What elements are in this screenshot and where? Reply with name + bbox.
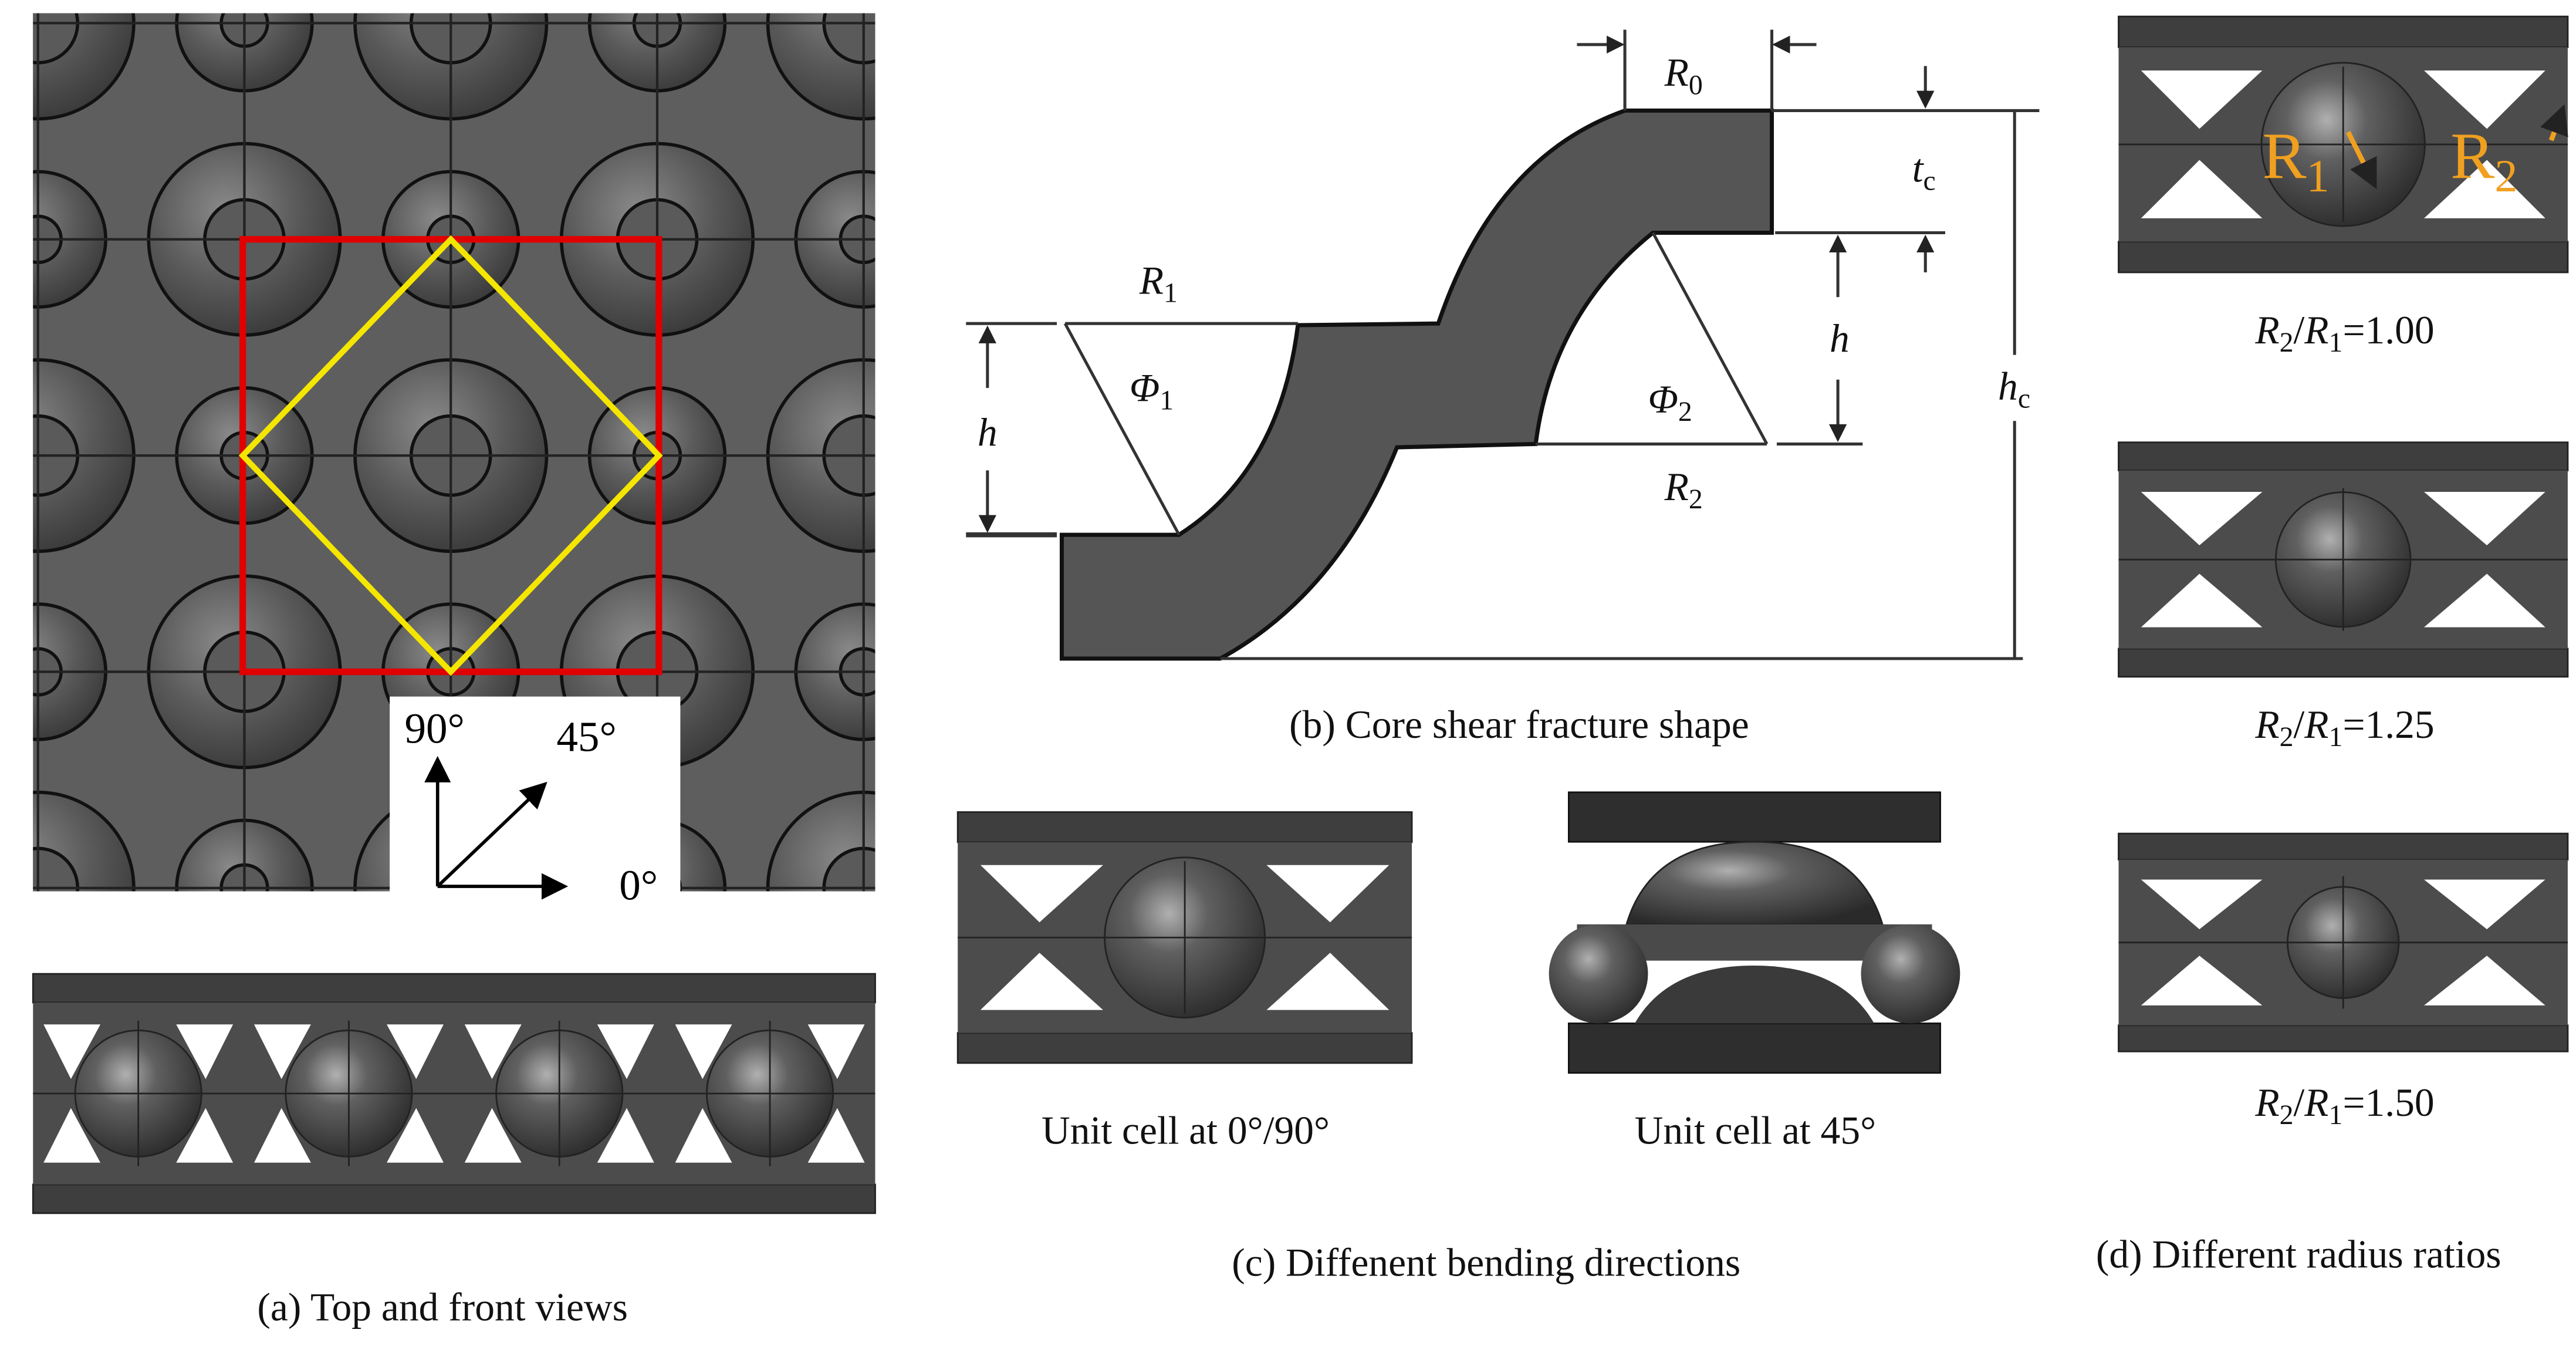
overlay-r1: R1 xyxy=(2262,120,2329,202)
large-dome-cell xyxy=(974,144,1165,335)
panel-a-caption: (a) Top and front views xyxy=(257,1285,628,1329)
panel-b-diagram: R0 tc h hc R1 Φ1 h Φ2 R2 xyxy=(966,29,2040,661)
face-sheet-top xyxy=(32,973,876,1004)
label-phi2: Φ2 xyxy=(1648,377,1692,427)
panel-a-top-view: 90° 45° 0° xyxy=(33,0,1165,909)
small-dome-cell xyxy=(1002,388,1138,524)
direction-legend: 90° 45° 0° xyxy=(390,696,681,909)
small-dome-cell xyxy=(1002,0,1138,91)
unit-cell-45-image xyxy=(1549,791,1960,1074)
unit-cell-0-90-label: Unit cell at 0°/90° xyxy=(1042,1109,1330,1153)
radius-ratio-1-25-image xyxy=(2118,441,2569,678)
unit-cell-0-90-image xyxy=(956,811,1413,1064)
face-sheet-top xyxy=(2118,441,2569,471)
face-sheet-bottom xyxy=(2118,647,2569,678)
face-sheet-bottom xyxy=(32,1183,876,1214)
panel-a-front-view xyxy=(32,973,876,1214)
direction-45-label: 45° xyxy=(556,713,616,761)
direction-0-label: 0° xyxy=(619,862,658,909)
face-sheet-bottom xyxy=(2118,241,2569,274)
radius-ratio-label: R2/R1=1.00 xyxy=(2254,308,2434,358)
face-sheet-top xyxy=(2118,832,2569,861)
face-sheet-top xyxy=(2118,15,2569,48)
label-tc: tc xyxy=(1912,146,1936,196)
face-sheet-top xyxy=(956,811,1413,843)
label-h-right: h xyxy=(1830,316,1850,360)
radius-ratio-1-50-image xyxy=(2118,832,2569,1052)
dimension-lines xyxy=(966,29,2040,660)
rotated-unit-cell-square xyxy=(238,235,663,676)
label-h-left: h xyxy=(978,410,998,454)
radius-overlay-labels: R1 R2 xyxy=(2262,104,2568,202)
radius-ratio-label: R2/R1=1.50 xyxy=(2254,1081,2434,1131)
panel-b-caption: (b) Core shear fracture shape xyxy=(1289,703,1749,747)
label-r1: R1 xyxy=(1139,259,1178,309)
face-sheet-bottom xyxy=(956,1032,1413,1064)
direction-90-label: 90° xyxy=(404,704,464,752)
radius-ratio-label: R2/R1=1.25 xyxy=(2254,703,2434,753)
face-sheet-bottom xyxy=(1567,1023,1941,1074)
panel-d-caption: (d) Different radius ratios xyxy=(2096,1233,2501,1277)
label-r2: R2 xyxy=(1664,465,1703,515)
unit-cell-45-label: Unit cell at 45° xyxy=(1635,1109,1876,1153)
arrow-45-icon xyxy=(436,781,547,888)
panel-c-caption: (c) Diffenent bending directions xyxy=(1232,1241,1740,1285)
radius-ratio-1-00-image xyxy=(2118,15,2569,274)
dome-sphere xyxy=(1625,841,1884,926)
label-r0: R0 xyxy=(1664,50,1703,100)
label-hc: hc xyxy=(1998,365,2030,414)
face-sheet-bottom xyxy=(2118,1024,2569,1052)
label-phi1: Φ1 xyxy=(1130,366,1174,416)
overlay-r2: R2 xyxy=(2450,120,2517,202)
face-sheet-top xyxy=(1567,791,1941,843)
